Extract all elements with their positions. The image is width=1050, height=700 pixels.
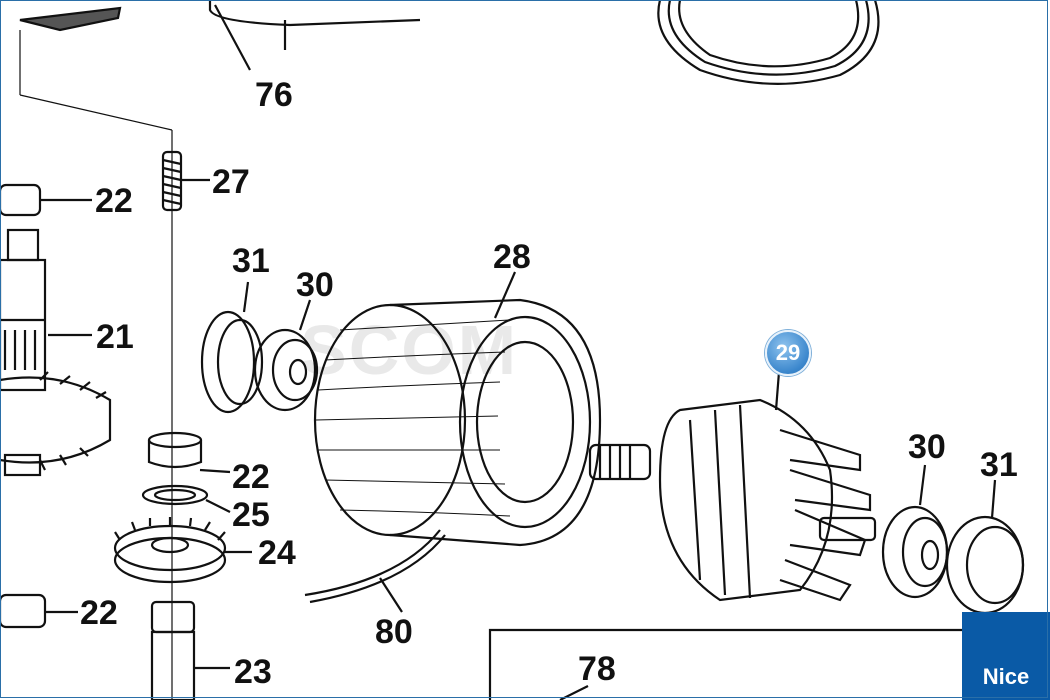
label-27: 27 (212, 163, 250, 201)
part-76-housing (208, 0, 421, 71)
nice-logo: Nice (962, 612, 1050, 700)
label-80: 80 (375, 613, 413, 651)
part-31-seal-right (945, 479, 1025, 615)
label-21: 21 (96, 318, 134, 356)
part-22-bushing-lower-left (0, 593, 78, 629)
part-28-stator (304, 271, 602, 613)
label-25: 25 (232, 496, 270, 534)
label-28: 28 (493, 238, 531, 276)
watermark: SCOM (300, 311, 518, 389)
part-23-shaft (150, 600, 230, 700)
part-gasket-top-left (19, 6, 122, 32)
label-24: 24 (258, 534, 296, 572)
label-30-left: 30 (296, 266, 334, 304)
label-23: 23 (234, 653, 272, 691)
label-31-left: 31 (232, 242, 270, 280)
part-29-hotspot-badge[interactable]: 29 (765, 330, 811, 376)
label-22-lower: 22 (80, 594, 118, 632)
part-27-spring (161, 150, 210, 212)
label-78: 78 (578, 650, 616, 688)
part-31-seal-left (200, 281, 264, 414)
part-30-bearing-right (881, 464, 949, 599)
label-22-upper: 22 (95, 182, 133, 220)
label-31-right: 31 (980, 446, 1018, 484)
label-22-middle: 22 (232, 458, 270, 496)
label-76: 76 (255, 76, 293, 114)
label-30-right: 30 (908, 428, 946, 466)
part-29-rotor (588, 371, 877, 602)
part-78-box (488, 628, 965, 700)
part-21-gear-shaft (0, 183, 112, 477)
part-25-circlip (141, 484, 231, 513)
part-22-bushing-middle (147, 431, 231, 474)
part-30-bearing-left (253, 299, 319, 412)
part-belt-ring (657, 0, 880, 85)
part-24-gear (113, 517, 252, 584)
